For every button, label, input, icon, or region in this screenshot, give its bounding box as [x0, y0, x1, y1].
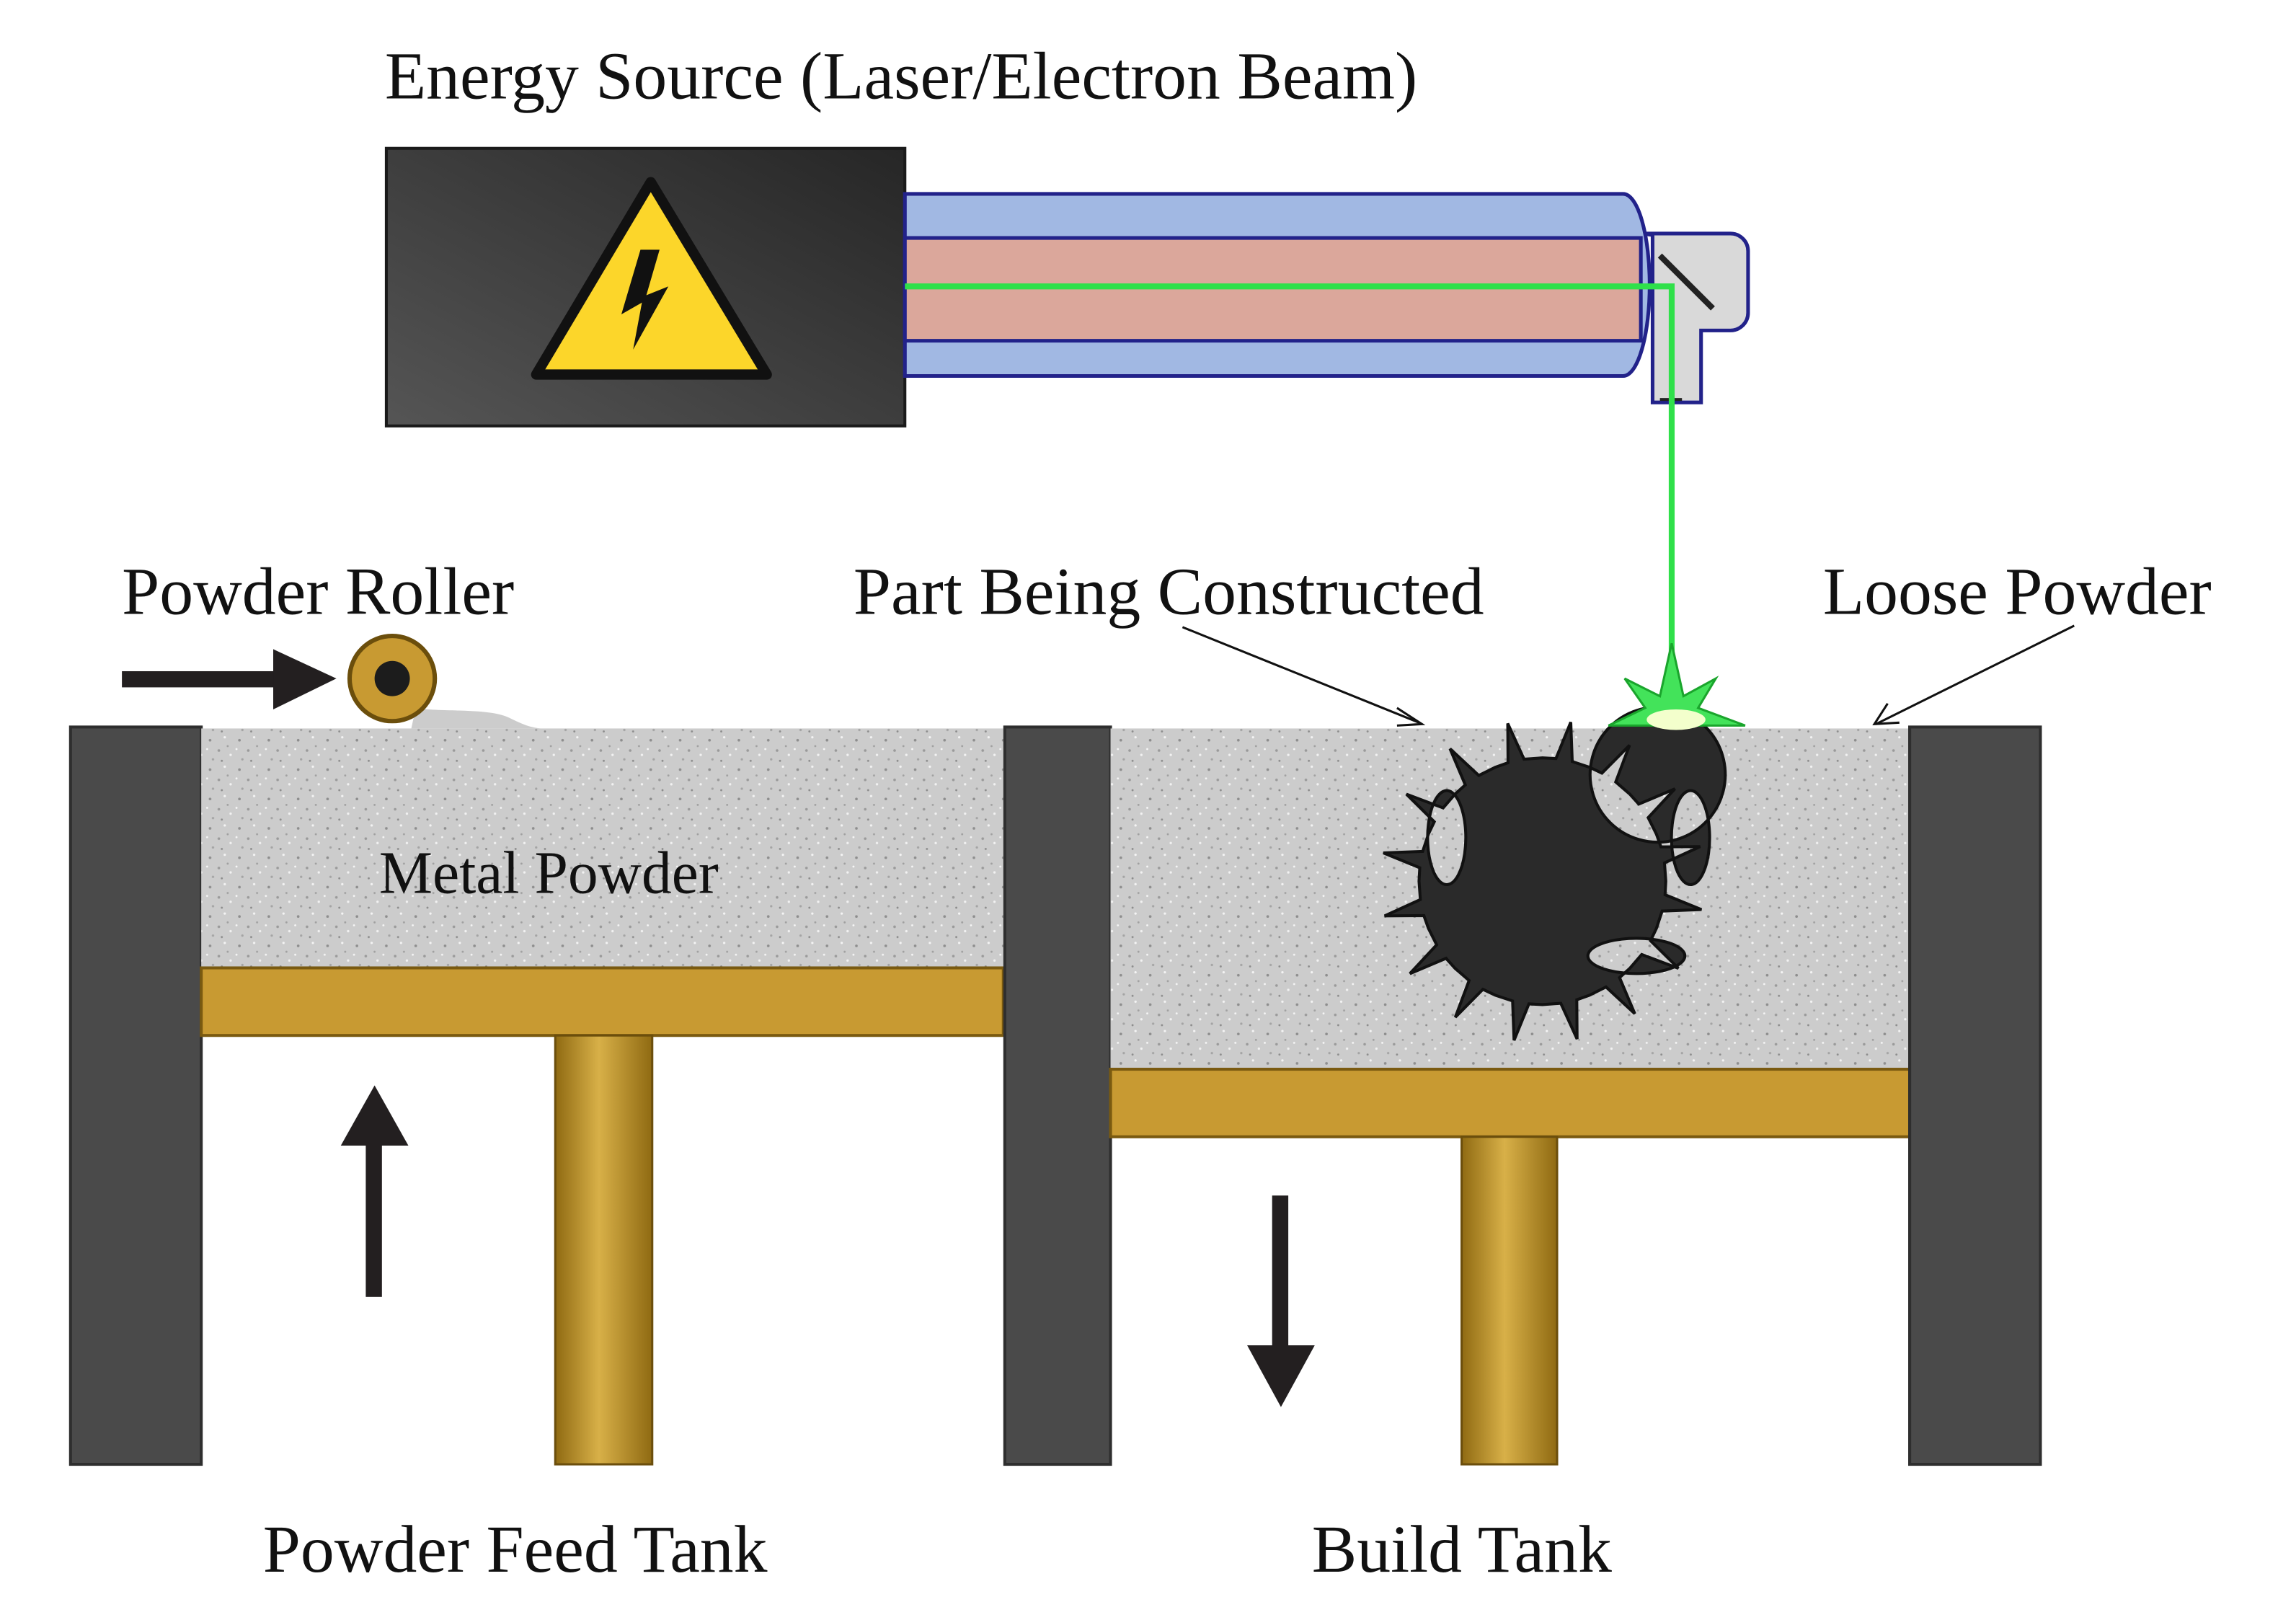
arrow-down-icon — [1247, 1195, 1315, 1407]
part-being-constructed-label: Part Being Constructed — [854, 554, 1484, 629]
energy-source-label: Energy Source (Laser/Electron Beam) — [385, 39, 1417, 114]
arrow-up-icon — [340, 1085, 409, 1297]
metal-powder-bed — [201, 728, 1003, 968]
metal-powder-label: Metal Powder — [379, 841, 719, 907]
beam-tube — [903, 192, 1750, 404]
arrow-right-icon — [122, 649, 337, 709]
feed-piston — [554, 1034, 654, 1466]
feed-platform — [200, 966, 1005, 1037]
build-tank-right-wall — [1908, 725, 2042, 1466]
build-platform — [1109, 1068, 1912, 1138]
melt-spark — [1608, 642, 1746, 730]
part-leader-line — [1182, 626, 1426, 727]
feed-tank-left-wall — [68, 725, 203, 1466]
middle-wall — [1003, 725, 1112, 1466]
powder-roller-label: Powder Roller — [122, 554, 514, 629]
build-tank-label: Build Tank — [1312, 1512, 1612, 1587]
high-voltage-warning-icon — [531, 177, 772, 380]
loose-powder-leader-line — [1872, 624, 2075, 726]
powder-mound — [411, 707, 541, 729]
laser-beam — [905, 283, 1675, 713]
powder-feed-tank-label: Powder Feed Tank — [263, 1512, 768, 1587]
powder-roller — [347, 634, 438, 724]
mirror — [1657, 253, 1715, 311]
loose-powder-label: Loose Powder — [1823, 554, 2212, 629]
energy-source — [384, 146, 907, 428]
build-piston — [1461, 1136, 1559, 1466]
